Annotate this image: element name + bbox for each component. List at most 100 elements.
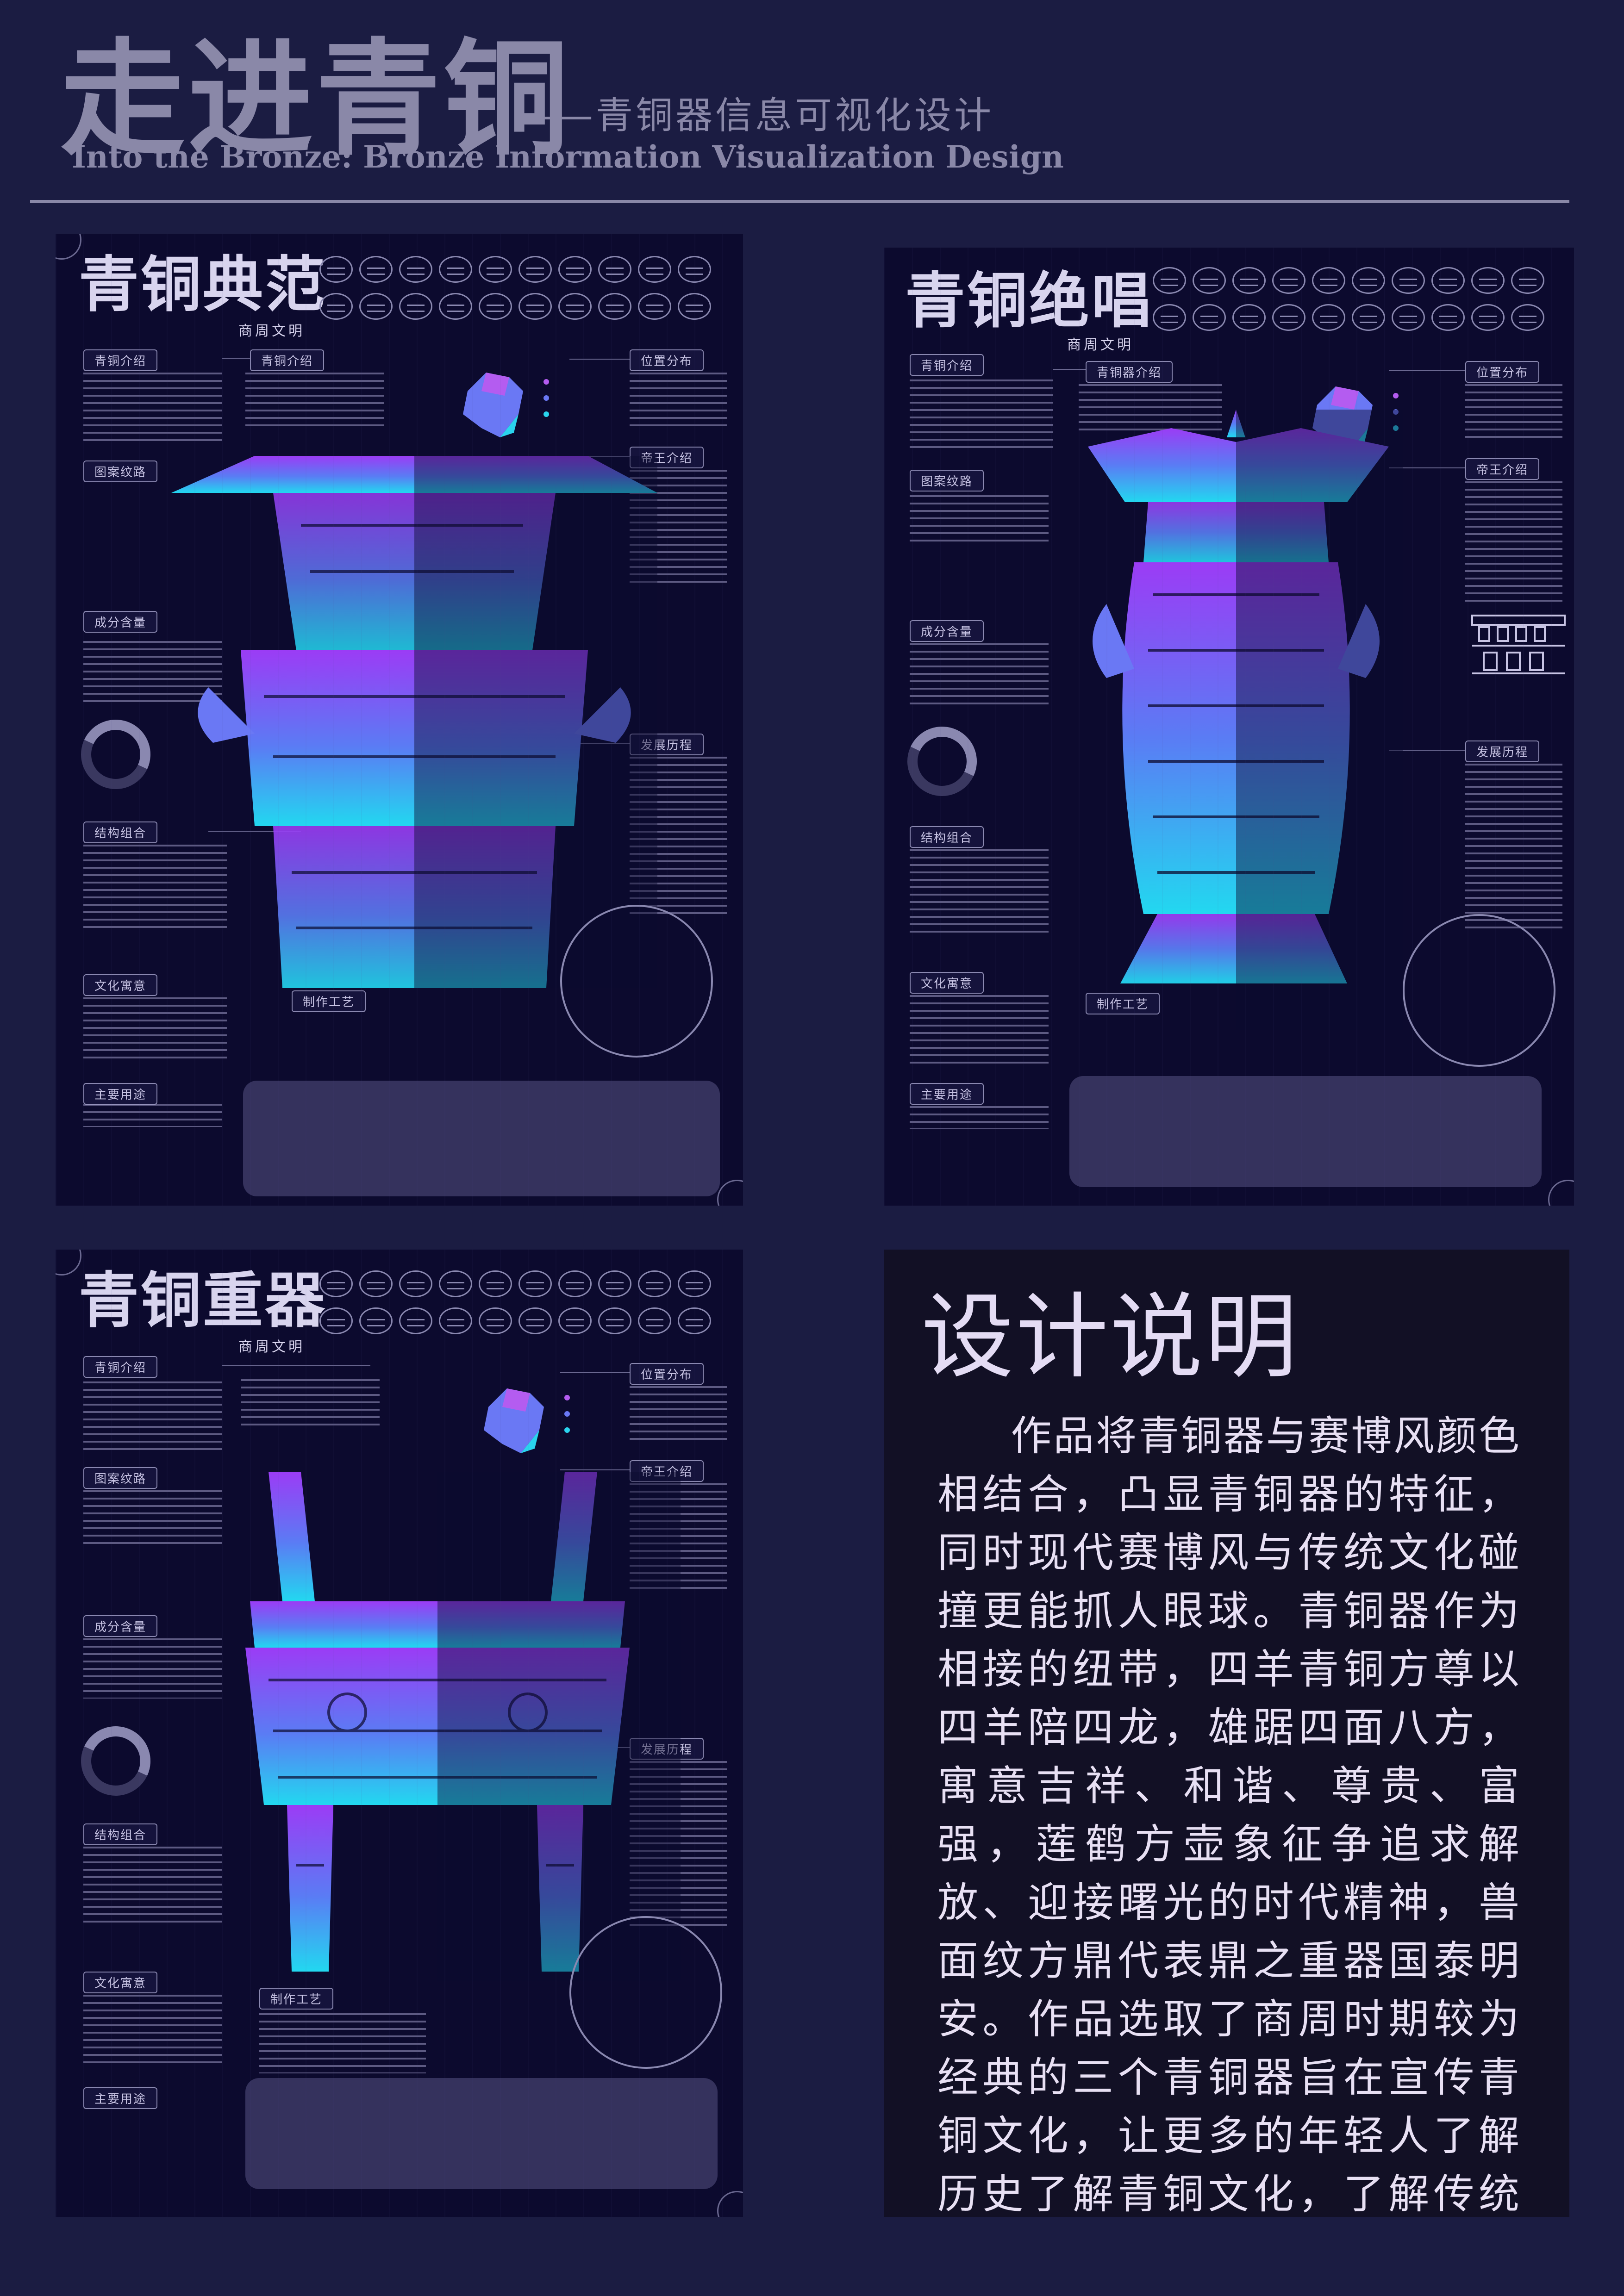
composition-donut: [907, 727, 977, 796]
pattern-icon: [1312, 267, 1345, 294]
section-tag: 帝王介绍: [1465, 458, 1540, 480]
pattern-icon: [598, 1307, 631, 1334]
pattern-icon: [678, 1307, 711, 1334]
text-block: [83, 1490, 222, 1546]
section-tag: 制作工艺: [1086, 993, 1160, 1014]
text-block: [83, 997, 227, 1062]
pattern-icon: [319, 1307, 353, 1334]
pattern-icon: [319, 1270, 353, 1297]
pattern-icon-row: [319, 1270, 711, 1297]
pattern-icon: [638, 1307, 671, 1334]
poster-title: 青铜重器: [79, 1265, 327, 1336]
text-block: [910, 849, 1049, 933]
corner-ornament: [717, 1180, 743, 1206]
pattern-icon: [678, 1270, 711, 1297]
connector-line: [208, 831, 301, 832]
pattern-icon: [558, 1307, 592, 1334]
text-block: [241, 1379, 380, 1430]
text-block: [630, 1386, 727, 1442]
poster-bronze-heavy-vessel: 青铜重器 商周文明 青铜介绍 位置分布 帝王介绍 图案纹路 成分含量 发展历程 …: [56, 1250, 743, 2217]
pattern-icon: [319, 256, 353, 283]
usage-panel: [243, 1081, 720, 1196]
section-tag: 发展历程: [630, 734, 704, 755]
connector-line: [569, 359, 630, 360]
text-block: [259, 2013, 426, 2073]
text-block: [245, 373, 384, 428]
section-tag: 文化寓意: [910, 972, 984, 994]
pattern-icon: [399, 1270, 432, 1297]
poster-subtitle: 商周文明: [1067, 337, 1134, 353]
section-tag: 帝王介绍: [630, 1460, 704, 1482]
pattern-icon-row: [319, 1307, 711, 1334]
section-tag: 图案纹路: [910, 470, 984, 492]
pattern-icon: [439, 1270, 472, 1297]
pattern-icon: [359, 256, 393, 283]
design-note-panel: 设计说明 作品将青铜器与赛博风颜色相结合，凸显青铜器的特征，同时现代赛博风与传统…: [884, 1250, 1569, 2217]
poster-subtitle: 商周文明: [238, 323, 305, 339]
design-note-title: 设计说明: [921, 1283, 1299, 1391]
text-block: [83, 1995, 222, 2064]
text-block: [630, 757, 727, 914]
section-tag: 制作工艺: [259, 1988, 334, 2010]
pattern-icon: [558, 1270, 592, 1297]
poster-bronze-swansong: 青铜绝唱 商周文明 青铜介绍 青铜器介绍 位置分布 帝王介绍 图案纹路 成分含量…: [884, 248, 1574, 1206]
text-block: [910, 995, 1049, 1064]
pattern-icon: [1352, 267, 1385, 294]
pattern-icon: [1153, 267, 1186, 294]
pattern-icon: [479, 293, 512, 320]
section-tag: 位置分布: [1465, 361, 1540, 383]
crescent-frame: [1403, 914, 1555, 1067]
english-title: Into the Bronze: Bronze Information Visu…: [72, 139, 1064, 175]
pattern-icon: [598, 256, 631, 283]
pattern-icon: [1431, 267, 1465, 294]
section-tag: 成分含量: [83, 611, 158, 633]
section-tag: 发展历程: [630, 1738, 704, 1760]
section-tag: 成分含量: [910, 620, 984, 642]
connector-line: [569, 456, 630, 457]
section-tag: 位置分布: [630, 1363, 704, 1385]
composition-donut: [81, 1726, 150, 1796]
pattern-icon: [439, 256, 472, 283]
pattern-icon: [1392, 304, 1425, 331]
pattern-icon: [319, 293, 353, 320]
pattern-icon: [479, 1270, 512, 1297]
pattern-icon: [678, 256, 711, 283]
beast-face-ding-illustration: [245, 1472, 681, 1981]
section-tag: 文化寓意: [83, 974, 158, 996]
section-tag: 主要用途: [910, 1083, 984, 1105]
pattern-icon: [558, 293, 592, 320]
text-block: [83, 1104, 222, 1127]
pattern-icon: [678, 293, 711, 320]
text-block: [1465, 764, 1562, 930]
pattern-icon: [1232, 304, 1266, 331]
connector-line: [560, 1372, 630, 1373]
connector-line: [222, 1365, 370, 1366]
pattern-icon: [1312, 304, 1345, 331]
pattern-icon: [1511, 304, 1544, 331]
text-block: [910, 495, 1049, 546]
poster-title: 青铜典范: [79, 249, 327, 320]
pattern-icon: [399, 1307, 432, 1334]
section-tag: 位置分布: [630, 349, 704, 371]
text-block: [1465, 384, 1562, 440]
location-map: [463, 373, 549, 437]
connector-line: [222, 358, 250, 359]
text-block: [83, 1381, 222, 1451]
location-map: [484, 1388, 570, 1453]
section-tag: 青铜介绍: [250, 349, 325, 371]
pattern-icon: [518, 293, 552, 320]
pattern-icon: [1193, 267, 1226, 294]
text-block: [83, 641, 222, 706]
pattern-icon: [638, 256, 671, 283]
pattern-icon: [518, 256, 552, 283]
text-block: [83, 1638, 222, 1699]
corner-ornament: [1548, 1180, 1574, 1206]
pattern-icon: [399, 256, 432, 283]
pattern-icon-row: [319, 256, 711, 283]
pattern-icon: [638, 1270, 671, 1297]
corner-ornament: [56, 1250, 81, 1276]
pattern-icon: [638, 293, 671, 320]
poster-subtitle: 商周文明: [238, 1339, 305, 1355]
pattern-icon: [1272, 267, 1305, 294]
pattern-icon: [1153, 304, 1186, 331]
